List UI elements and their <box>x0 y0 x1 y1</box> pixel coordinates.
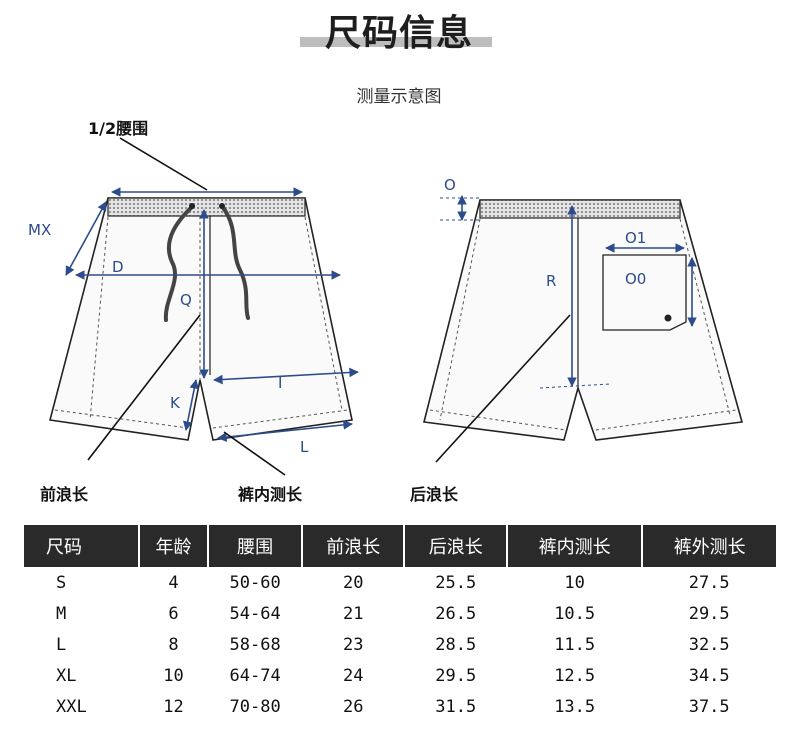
half-waist-label: 1/2腰围 <box>88 119 148 138</box>
cell-inseam: 12.5 <box>554 665 596 686</box>
back-dimensions <box>440 195 697 389</box>
cell-front-rise: 23 <box>342 634 364 655</box>
cell-waist: 54-64 <box>229 603 281 624</box>
page-title: 尺码信息 <box>324 13 473 54</box>
r-label: R <box>546 272 556 290</box>
cell-age: 6 <box>168 603 179 624</box>
front-rise-label: 前浪长 <box>40 485 89 504</box>
cell-size: XXL <box>56 696 87 717</box>
measurement-diagram: 1/2腰围 MX D Q K I L O O1 O0 R 前浪长 裤内测长 后浪… <box>28 119 744 504</box>
cell-age: 4 <box>168 572 179 593</box>
cell-waist: 58-68 <box>229 634 281 655</box>
cell-age: 8 <box>168 634 179 655</box>
mx-label: MX <box>28 221 51 239</box>
cell-outseam: 37.5 <box>688 696 730 717</box>
q-label: Q <box>180 291 192 309</box>
cell-back-rise: 29.5 <box>435 665 477 686</box>
table-row: M 6 54-64 21 26.5 10.5 29.5 <box>24 598 776 629</box>
cell-inseam: 11.5 <box>554 634 596 655</box>
cell-front-rise: 24 <box>342 665 364 686</box>
cell-waist: 50-60 <box>229 572 281 593</box>
cell-size: M <box>56 603 67 624</box>
o1-label: O1 <box>625 229 646 247</box>
cell-age: 10 <box>163 665 184 686</box>
cell-back-rise: 31.5 <box>435 696 477 717</box>
size-table-header: 尺码 年龄 腰围 前浪长 后浪长 裤内测长 裤外测长 <box>24 525 776 567</box>
header-age: 年龄 <box>137 525 209 567</box>
inseam-label: 裤内测长 <box>238 485 303 504</box>
cell-back-rise: 28.5 <box>435 634 477 655</box>
cell-outseam: 27.5 <box>688 572 730 593</box>
cell-size: L <box>56 634 67 655</box>
table-row: XXL 12 70-80 26 31.5 13.5 37.5 <box>24 691 776 722</box>
back-pocket <box>602 254 687 331</box>
cell-waist: 70-80 <box>229 696 281 717</box>
header-back-rise: 后浪长 <box>403 525 507 567</box>
table-row: S 4 50-60 20 25.5 10 27.5 <box>24 567 776 598</box>
l-label: L <box>300 438 309 456</box>
size-table: 尺码 年龄 腰围 前浪长 后浪长 裤内测长 裤外测长 S 4 50-60 20 … <box>24 525 776 722</box>
title-area: 尺码信息 <box>0 0 798 60</box>
i-label: I <box>278 374 282 392</box>
front-shorts <box>48 197 353 441</box>
cell-waist: 64-74 <box>229 665 281 686</box>
cell-inseam: 13.5 <box>554 696 596 717</box>
title-underline <box>300 37 492 47</box>
front-waistband <box>107 197 306 217</box>
k-label: K <box>170 394 181 412</box>
drawstring-right <box>220 204 250 320</box>
d-label: D <box>112 258 124 276</box>
diagram-subtitle: 测量示意图 <box>356 87 442 107</box>
cell-front-rise: 26 <box>342 696 364 717</box>
cell-size: XL <box>56 665 77 686</box>
cell-outseam: 32.5 <box>688 634 730 655</box>
cell-size: S <box>56 572 67 593</box>
cell-age: 12 <box>163 696 184 717</box>
cell-outseam: 34.5 <box>688 665 730 686</box>
back-rise-label: 后浪长 <box>410 485 459 504</box>
back-shorts <box>423 199 744 441</box>
cell-back-rise: 25.5 <box>435 572 477 593</box>
header-front-rise: 前浪长 <box>300 525 405 567</box>
drawstring-left <box>163 204 195 322</box>
header-outseam: 裤外测长 <box>641 525 776 567</box>
header-inseam: 裤内测长 <box>505 525 643 567</box>
front-dimensions <box>65 187 359 442</box>
cell-inseam: 10.5 <box>554 603 596 624</box>
cell-inseam: 10 <box>564 572 585 593</box>
o-label: O <box>444 176 456 194</box>
back-waistband <box>479 199 681 219</box>
cell-front-rise: 20 <box>342 572 364 593</box>
header-waist: 腰围 <box>207 525 302 567</box>
cell-front-rise: 21 <box>342 603 364 624</box>
table-row: L 8 58-68 23 28.5 11.5 32.5 <box>24 629 776 660</box>
o0-label: O0 <box>625 270 646 288</box>
header-size: 尺码 <box>24 525 139 567</box>
cell-back-rise: 26.5 <box>435 603 477 624</box>
table-row: XL 10 64-74 24 29.5 12.5 34.5 <box>24 660 776 691</box>
cell-outseam: 29.5 <box>688 603 730 624</box>
